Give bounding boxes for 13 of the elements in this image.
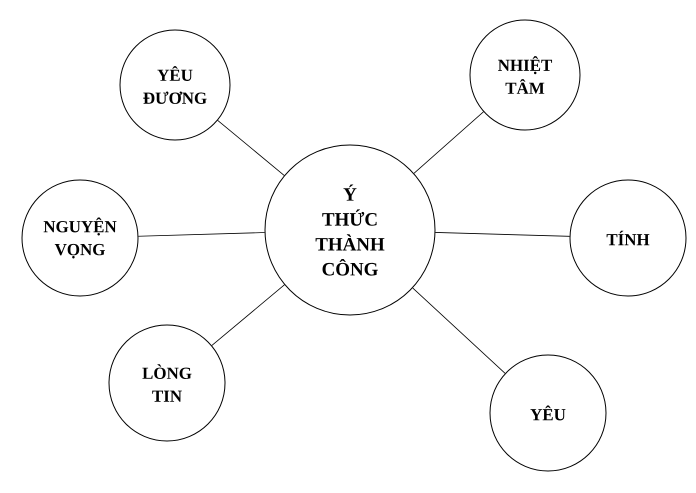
circle-node: LÒNG TIN	[108, 324, 226, 442]
circle-node: YÊU	[490, 354, 606, 472]
circle-node: TÍNH	[570, 180, 686, 296]
circle-node: NGUYỆN VỌNG	[22, 180, 138, 296]
connector-line	[412, 288, 506, 374]
connector-line	[435, 232, 570, 237]
connector-line	[414, 111, 484, 174]
connector-line	[217, 120, 285, 176]
circle-node: Ý THỨC THÀNH CÔNG	[264, 144, 436, 316]
circle-node: NHIỆT TÂM	[470, 20, 580, 130]
connector-line	[211, 284, 285, 346]
circle-node: YÊU ĐƯƠNG	[120, 30, 230, 140]
connector-line	[138, 232, 265, 237]
